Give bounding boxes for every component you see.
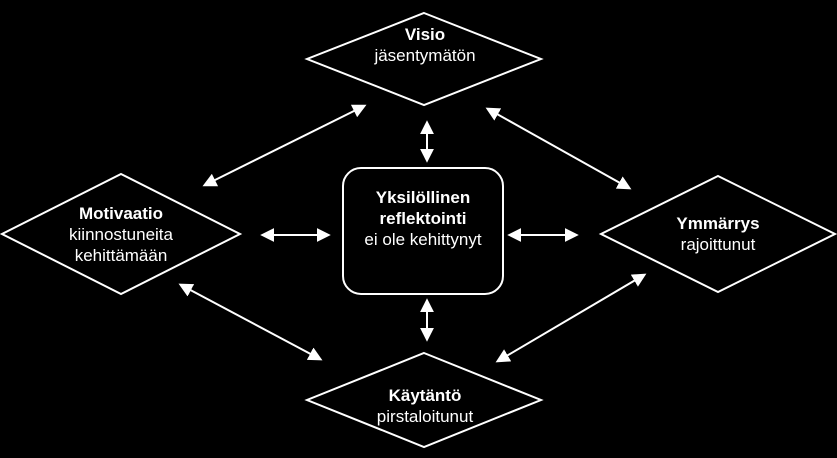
right-node-label: Ymmärrys rajoittunut	[633, 213, 803, 255]
center-box	[342, 167, 504, 295]
center-node-title-2: reflektointi	[379, 209, 467, 228]
arrow-top-right	[485, 107, 632, 190]
left-node-subtitle-1: kiinnostuneita	[69, 225, 173, 244]
right-node-subtitle: rajoittunut	[680, 235, 756, 254]
left-node-subtitle-2: kehittämään	[74, 246, 168, 265]
arrow-bottom-right	[495, 273, 647, 363]
bottom-diamond	[304, 351, 544, 449]
left-node-title: Motivaatio	[78, 204, 164, 223]
bottom-node-title: Käytäntö	[388, 386, 462, 405]
arrow-left-top	[202, 104, 367, 187]
center-node-title-1: Yksilöllinen	[375, 188, 471, 207]
top-node-subtitle: jäsentymätön	[374, 46, 476, 65]
top-node-label: Visio jäsentymätön	[330, 24, 520, 66]
left-node-label: Motivaatio kiinnostuneita kehittämään	[46, 203, 196, 266]
right-diamond	[598, 174, 837, 294]
center-node-label: Yksilöllinen reflektointi ei ole kehitty…	[343, 187, 503, 250]
arrow-left-bottom	[178, 283, 323, 361]
center-node-subtitle: ei ole kehittynyt	[364, 230, 482, 249]
top-diamond	[304, 11, 544, 107]
bottom-node-subtitle: pirstaloitunut	[376, 407, 474, 426]
left-diamond	[0, 172, 243, 296]
top-node-title: Visio	[404, 25, 446, 44]
right-node-title: Ymmärrys	[676, 214, 760, 233]
bottom-node-label: Käytäntö pirstaloitunut	[330, 385, 520, 427]
